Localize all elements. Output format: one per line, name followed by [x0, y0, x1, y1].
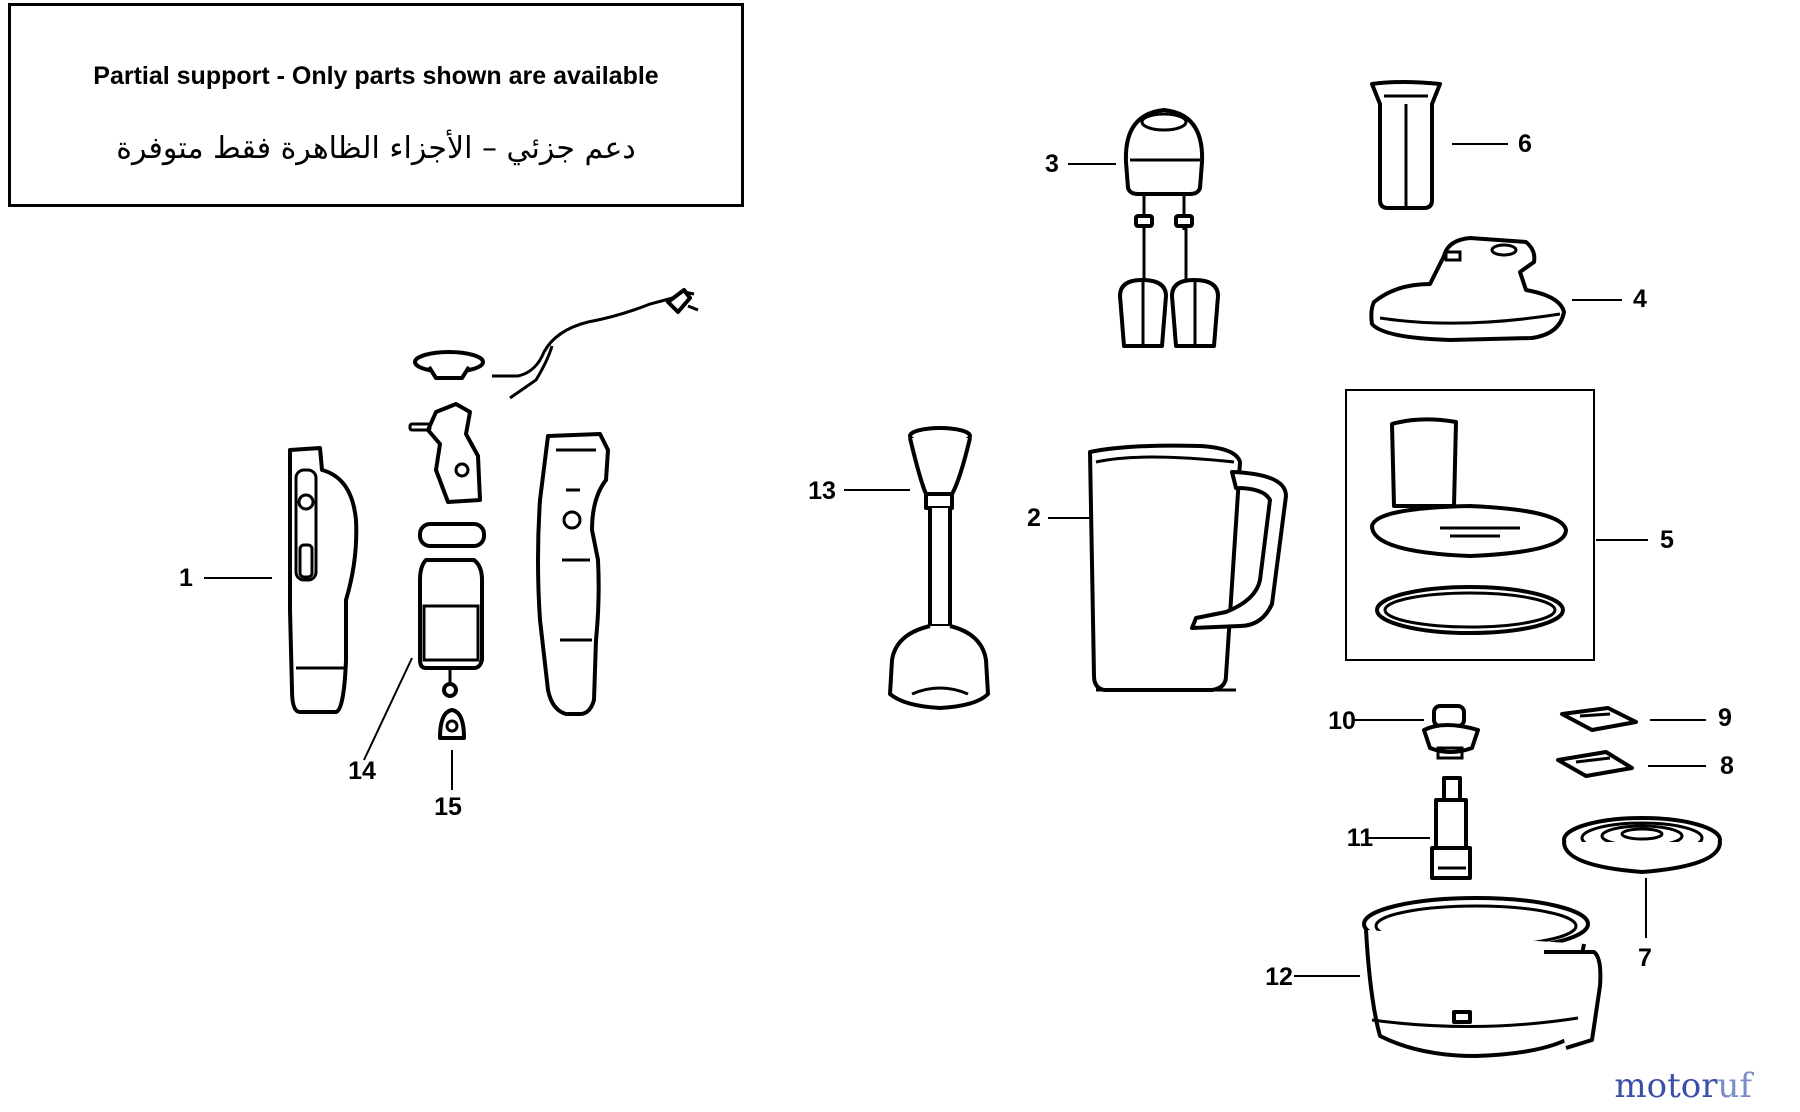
part-8-shredding-blade-drawing[interactable] [1556, 750, 1634, 778]
part-7-slicing-disc-drawing[interactable] [1562, 816, 1722, 874]
part-11-drive-shaft-drawing[interactable] [1430, 776, 1472, 880]
part-number-4[interactable]: 4 [1633, 285, 1647, 313]
part-number-13[interactable]: 13 [808, 477, 836, 505]
watermark-logo: motoruf [1614, 1066, 1752, 1106]
leader-lines [204, 143, 1706, 977]
part-number-1[interactable]: 1 [179, 564, 193, 592]
switch-assembly-drawing [408, 402, 482, 504]
part-number-12[interactable]: 12 [1265, 963, 1293, 991]
part-number-14[interactable]: 14 [348, 757, 376, 785]
part-12-bowl-drawing[interactable] [1362, 896, 1603, 1058]
part-1-housing-drawing[interactable] [288, 446, 359, 714]
part-10-coupler-drawing[interactable] [1422, 704, 1480, 760]
part-6-food-pusher-drawing[interactable] [1370, 80, 1442, 210]
part-number-8[interactable]: 8 [1720, 752, 1734, 780]
power-cord-drawing [492, 288, 699, 400]
part-2-jug-drawing[interactable] [1088, 443, 1288, 692]
part-number-5[interactable]: 5 [1660, 526, 1674, 554]
part-number-6[interactable]: 6 [1518, 130, 1532, 158]
rear-housing-drawing [536, 432, 610, 716]
part-15-bushing-drawing[interactable] [438, 708, 466, 740]
part-number-9[interactable]: 9 [1718, 704, 1732, 732]
part-number-10[interactable]: 10 [1328, 707, 1356, 735]
availability-notice-box: Partial support - Only parts shown are a… [8, 3, 744, 207]
part-number-2[interactable]: 2 [1027, 504, 1041, 532]
part-5-lid-set-drawing[interactable] [1345, 389, 1595, 661]
motor-ring-drawing [418, 522, 486, 548]
part-13-blending-shaft-drawing[interactable] [888, 426, 990, 710]
notice-english-text: Partial support - Only parts shown are a… [93, 62, 659, 90]
part-4-chopper-lid-drawing[interactable] [1369, 236, 1566, 342]
part-9-slicing-blade-drawing[interactable] [1560, 706, 1638, 732]
part-number-11[interactable]: 11 [1347, 824, 1374, 852]
part-number-7[interactable]: 7 [1638, 944, 1652, 972]
part-14-motor-drawing[interactable] [418, 558, 484, 698]
top-cap-drawing [413, 350, 485, 380]
part-3-whisk-drawing[interactable] [1118, 108, 1220, 348]
part-number-3[interactable]: 3 [1045, 150, 1059, 178]
notice-arabic-text: دعم جزئي – الأجزاء الظاهرة فقط متوفرة [116, 131, 636, 166]
part-number-15[interactable]: 15 [434, 793, 462, 821]
